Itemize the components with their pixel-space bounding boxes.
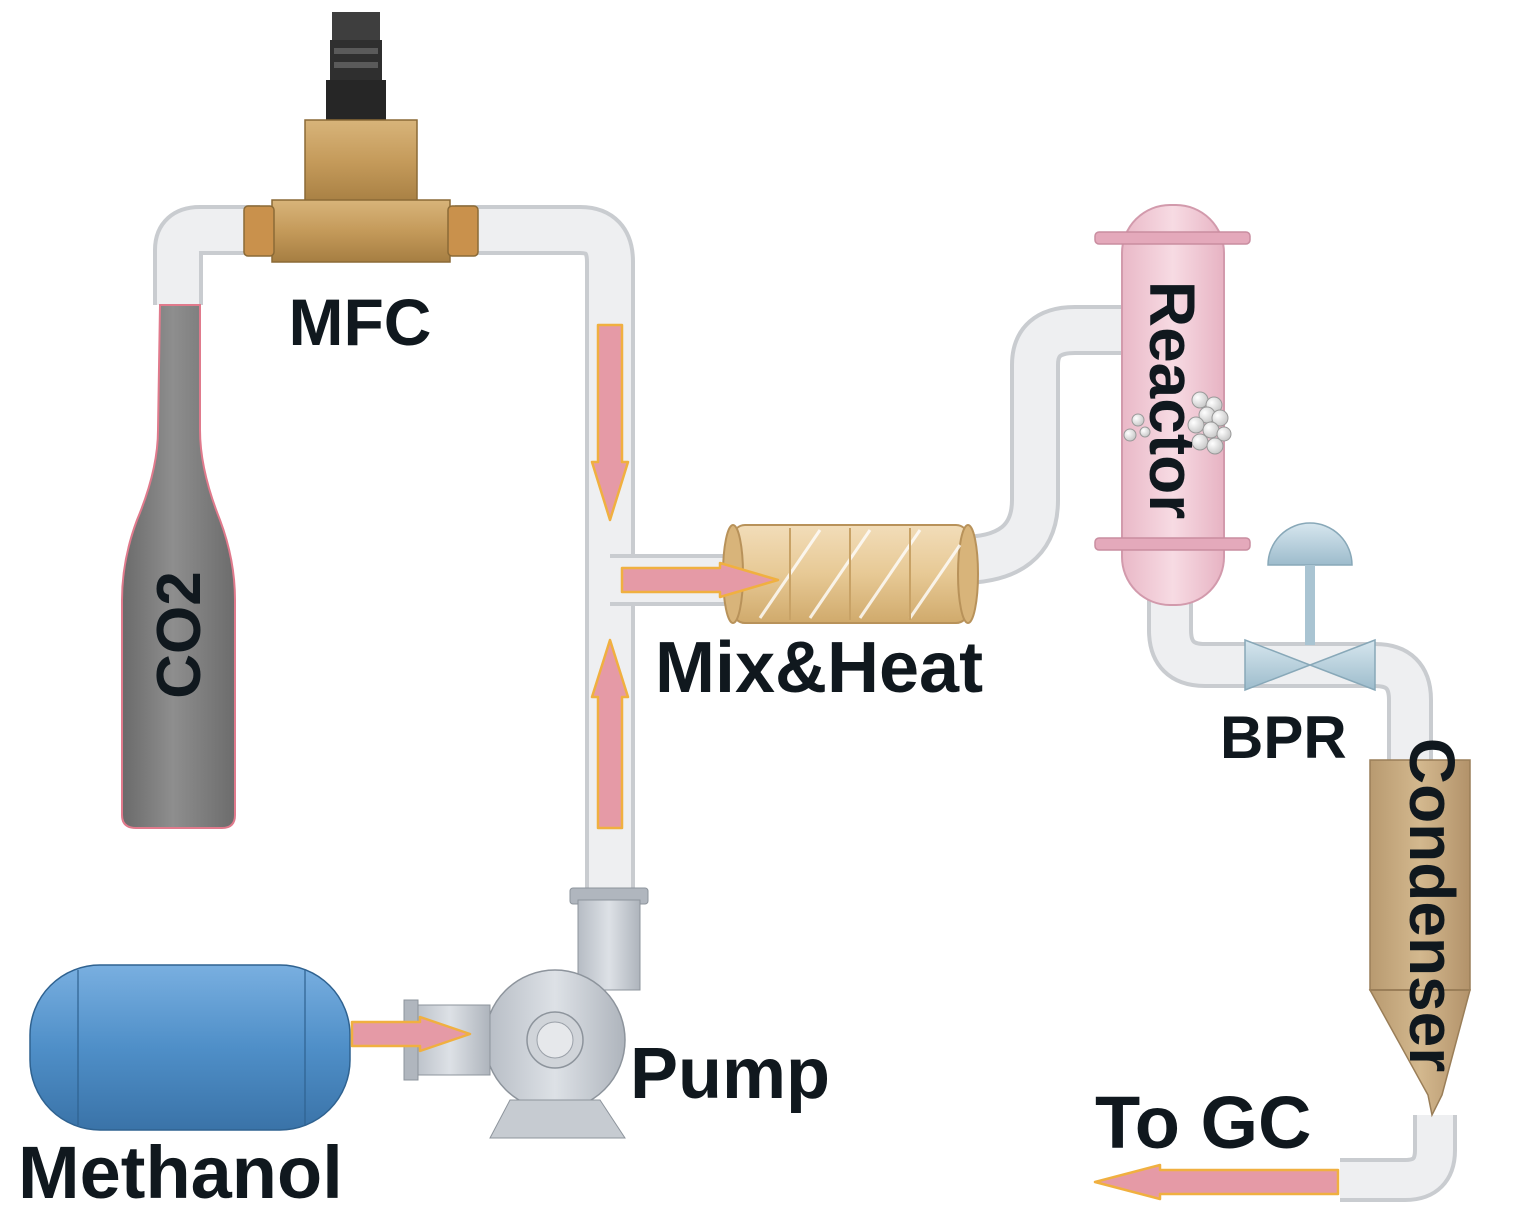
mix-heat-label: Mix&Heat: [655, 628, 983, 708]
flow-arrow-icon: [590, 323, 630, 522]
catalyst-bed-icon: [1123, 391, 1232, 455]
flow-arrows: [350, 323, 1340, 1201]
mixer-heater-icon: Mix&Heat: [655, 524, 983, 708]
mass-flow-controller-icon: MFC: [243, 12, 479, 359]
flow-arrow-icon: [620, 561, 780, 599]
bpr-label: BPR: [1220, 704, 1347, 771]
back-pressure-valve-icon: BPR: [1220, 522, 1376, 771]
co2-cylinder-icon: CO2: [121, 304, 236, 829]
mfc-label: MFC: [289, 285, 432, 359]
reactor-icon: Reactor: [1094, 204, 1251, 606]
methanol-tank-icon: Methanol: [18, 964, 351, 1214]
condenser-label: Condenser: [1396, 738, 1468, 1072]
methanol-label: Methanol: [18, 1131, 343, 1214]
co2-label: CO2: [145, 571, 214, 698]
pump-label: Pump: [630, 1034, 830, 1114]
flow-arrow-icon: [350, 1015, 472, 1053]
condenser-icon: Condenser: [1368, 738, 1471, 1118]
to-gc-label: To GC: [1095, 1081, 1311, 1164]
flow-arrow-icon: [590, 638, 630, 830]
flow-arrow-icon: [1093, 1163, 1340, 1201]
pump-icon: Pump: [403, 887, 830, 1139]
reactor-label: Reactor: [1136, 281, 1208, 519]
